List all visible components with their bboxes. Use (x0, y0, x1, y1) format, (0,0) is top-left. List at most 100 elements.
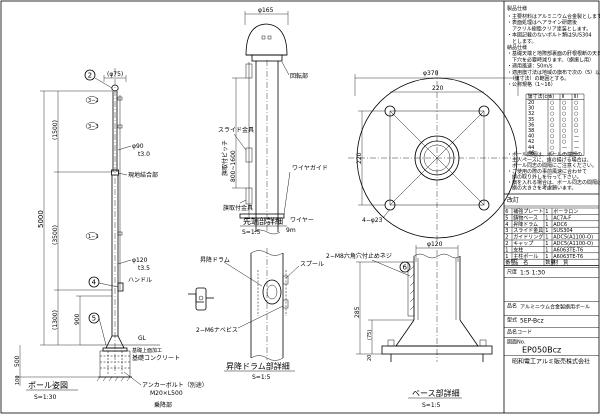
label-anchor-size: M20×L500 (150, 390, 183, 397)
notes-table-cell: 20 (528, 100, 534, 106)
notes-line: ・本図記載のないボルト類はSUS304 (507, 32, 592, 39)
notes-footer-line: 旗の取り外しを行って下さい。 (507, 173, 582, 180)
parts-cell: ボーラロン (553, 208, 578, 215)
notes-line: 下穴を必要時減ります。（旗振し用） (507, 56, 594, 63)
head-pitch: 旗取付ピッチ (221, 140, 229, 176)
parts-cell: 1 (545, 241, 548, 247)
notes-table-cell: — (574, 150, 579, 156)
notes-table-cell: ○ (550, 106, 554, 112)
parts-cell: SUS304 (553, 228, 573, 234)
pole-balloon-2: 2 (88, 72, 92, 80)
dim-5000: 5000 (37, 210, 45, 228)
notes-table-cell: — (574, 139, 579, 145)
parts-cell: 昇降ドラム (513, 221, 538, 228)
notes-table-cell: 32 (528, 111, 534, 117)
parts-cell: ADC5(A1100-O) (553, 241, 593, 247)
notes-table-cell: ○ (550, 111, 554, 117)
title-block-value: アルミニウム合金製旗用ポール (520, 304, 590, 311)
base-section: φ120 2−M8六角穴付止めネジ 6 285 (75) 20 ベース部詳細 (326, 241, 493, 409)
notes-table-cell: ○ (574, 111, 578, 117)
notes-footer-line: ・ポール間隔は、ボールの端部の (507, 151, 582, 158)
pole-elevation: (φ75) 5000 (1500) (3500) (1300) 900 500 … (14, 68, 208, 409)
title-block-label: 品名コード (507, 329, 532, 336)
notes-table-cell: ○ (562, 139, 566, 145)
parts-header: 品 名 (513, 259, 528, 266)
parts-cell: ガイドリング (513, 234, 543, 241)
notes-table-cell: ○ (562, 117, 566, 123)
base-dim-20: 20 (367, 355, 373, 361)
notes-table-cell: — (562, 150, 567, 156)
notes-footer-line: ・ご使用の際の事前風速に合わせて (507, 168, 587, 175)
t-30: t3.0 (138, 151, 150, 158)
notes-table-header: I (550, 94, 551, 100)
notes-table-cell: 35 (528, 117, 534, 123)
parts-cell: 1 (545, 222, 548, 228)
company-name: 昭和電工アルミ販売株式会社 (512, 358, 590, 366)
base-plan: φ370 220 220 4−φ23 (348, 70, 526, 246)
parts-cell: ADC5(A1100-O) (553, 235, 593, 241)
base-dim-220-v: 220 (356, 152, 363, 164)
notes-footer-line: ・旗を入れる場合は、ボール同志の間隔は (507, 179, 600, 186)
parts-cell: 3 (505, 228, 508, 234)
title-block-value: 5EP-Bcz (520, 318, 544, 325)
parts-header: 材 質 (553, 259, 568, 266)
base-title: ベース部詳細 (412, 388, 460, 398)
parts-cell: 1 (545, 228, 548, 234)
notes-table-cell: 38 (528, 128, 534, 134)
label-drum-bolt: 2−M6ナベビス (196, 326, 238, 334)
parts-cell: 1 (545, 209, 548, 215)
parts-cell: キャップ (513, 241, 533, 247)
pole-balloon-4: 4 (92, 279, 97, 287)
notes-table-cell: ○ (574, 122, 578, 128)
kaitei-label: 改訂 (507, 196, 519, 204)
parts-cell: 補強プレート (513, 208, 543, 215)
head-detail: φ165 回転部 スライド金具 旗取付金具 ワイヤガイド ワイヤー 9m (218, 7, 328, 236)
pole-title: ポール姿図 (28, 380, 68, 390)
notes-table-cell: — (574, 134, 579, 140)
parts-cell: 2 (505, 235, 508, 241)
drum-title: 昇降ドラム部詳細 (226, 361, 290, 371)
notes-table-cell: — (562, 145, 567, 151)
notes-table-cell: ○ (550, 100, 554, 106)
notes-table-cell: ○ (574, 106, 578, 112)
notes-table-cell: — (574, 145, 579, 151)
notes-line: （旗寸法）の範囲とする。 (507, 75, 569, 82)
pole-scale: S=1:30 (34, 394, 56, 401)
parts-header: 番号 (505, 259, 515, 266)
notes-table-cell: ○ (574, 100, 578, 106)
pole-top-diameter: (φ75) (107, 71, 123, 78)
notes-line: とします。 (507, 39, 537, 45)
notes-table-cell: 40 (528, 134, 534, 140)
parts-cell: ADC6 (553, 222, 567, 228)
notes-line: 納品仕様 (507, 44, 527, 51)
notes-footer-line: 旗の大きさを考慮願います。 (507, 185, 577, 192)
notes-table-cell: ○ (550, 122, 554, 128)
notes-table-cell: ○ (574, 117, 578, 123)
notes-panel: 製品仕様 ・主要材料はアルミニウム合金製とします。・表面処理はヘアライン研磨後 … (503, 1, 600, 413)
head-title: 先端部詳細 (243, 216, 283, 226)
title-block-label: 尺度 (507, 269, 517, 276)
base-dim-75: (75) (367, 330, 373, 340)
base-balloon-6: 6 (403, 264, 408, 272)
parts-cell: 1 (505, 254, 508, 260)
notes-table-cell: ○ (562, 100, 566, 106)
notes-table-cell: ○ (550, 145, 554, 151)
notes-table-cell: ○ (562, 122, 566, 128)
notes-footer-line: 主人ペースに、旗の揚げる場合は、 (507, 157, 592, 164)
title-block-value: 1:5 1:30 (520, 270, 545, 277)
dim-1500: (1500) (52, 120, 59, 140)
notes-table-cell: ○ (574, 128, 578, 134)
drum-detail: 昇降ドラム スプール 2−M6ナベビス 昇降ドラム部詳細 S=1:5 (188, 248, 324, 381)
parts-cell: 1 (545, 254, 548, 260)
dim-900: 900 (74, 313, 81, 325)
notes-table-cell: ○ (550, 134, 554, 140)
notes-table-cell: 36 (528, 122, 534, 128)
notes-line: ・公称規格（1~16） (507, 81, 556, 88)
dia-90: φ90 (132, 143, 144, 150)
parts-cell: スライド金具 (513, 227, 543, 234)
label-kaiten: 回転部 (290, 72, 308, 80)
notes-table-cell: ○ (550, 117, 554, 123)
notes-table-cell: ○ (550, 139, 554, 145)
